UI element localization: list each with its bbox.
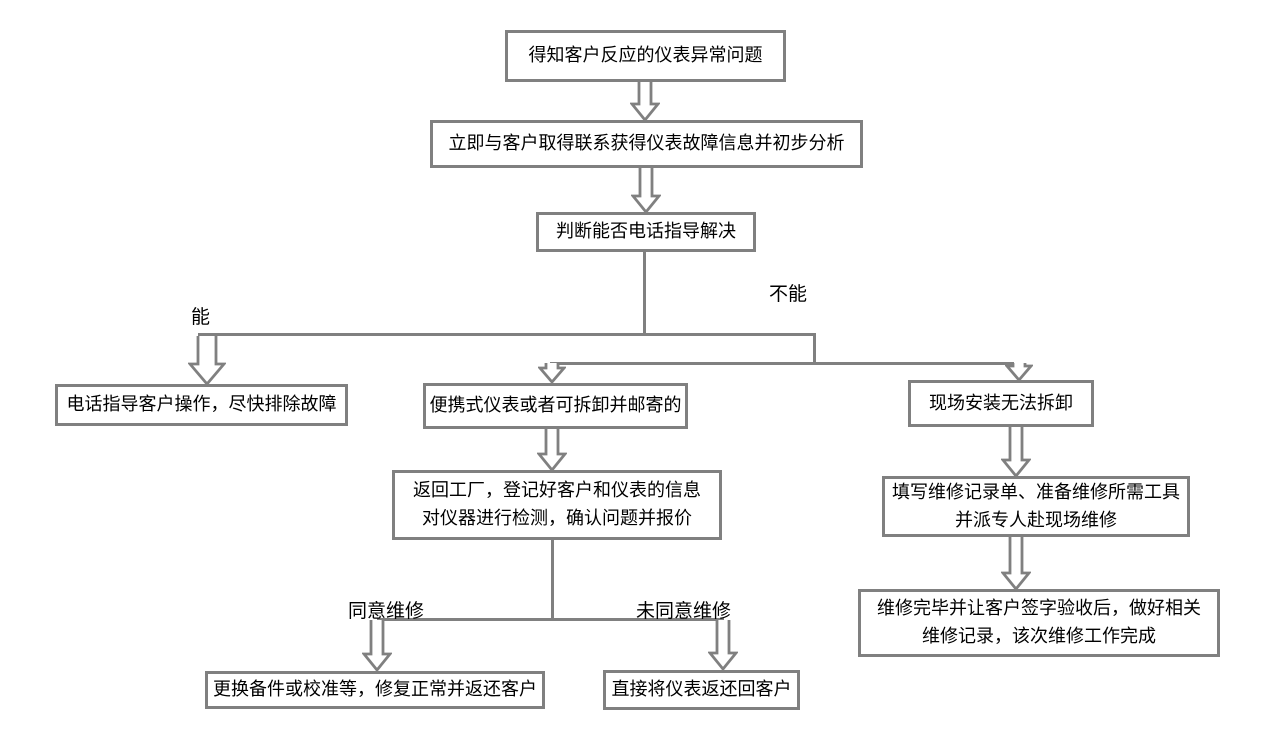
arrow-agree-to-replace <box>362 620 392 672</box>
node-finish-record-line2: 维修记录，该次维修工作完成 <box>922 626 1156 646</box>
arrow-prepare-to-finish <box>1001 537 1031 591</box>
node-judge-phone: 判断能否电话指导解决 <box>536 212 756 252</box>
arrow-portable-to-factory <box>537 429 567 472</box>
arrow-to-portable <box>538 363 566 384</box>
node-onsite-fixed: 现场安装无法拆卸 <box>908 380 1094 427</box>
arrow-can-to-phone-guide <box>188 336 226 386</box>
node-report-issue: 得知客户反应的仪表异常问题 <box>505 30 786 82</box>
arrow-disagree-to-return <box>708 620 738 671</box>
connector-judge-down <box>643 252 646 336</box>
node-prepare-repair: 填写维修记录单、准备维修所需工具 并派专人赴现场维修 <box>882 476 1190 537</box>
node-contact-customer: 立即与客户取得联系获得仪表故障信息并初步分析 <box>430 120 863 168</box>
connector-factory-down <box>551 540 554 621</box>
connector-branch3-horizontal <box>377 618 724 621</box>
node-phone-guide: 电话指导客户操作，尽快排除故障 <box>55 384 348 426</box>
node-phone-guide-label: 电话指导客户操作，尽快排除故障 <box>66 394 337 415</box>
arrow-contact-to-judge <box>631 168 661 214</box>
arrow-report-to-contact <box>630 82 660 122</box>
node-portable-mail: 便携式仪表或者可拆卸并邮寄的 <box>423 383 688 429</box>
edge-label-agree: 同意维修 <box>348 601 425 622</box>
node-direct-return-label: 直接将仪表返还回客户 <box>611 679 792 700</box>
node-replace-parts-label: 更换备件或校准等，修复正常并返还客户 <box>213 679 537 700</box>
arrow-onsite-to-prepare <box>1001 427 1031 478</box>
connector-branch1-horizontal <box>198 333 816 336</box>
node-finish-record: 维修完毕并让客户签字验收后，做好相关 维修记录，该次维修工作完成 <box>858 589 1220 657</box>
connector-branch2-horizontal <box>550 362 1014 365</box>
node-report-issue-label: 得知客户反应的仪表异常问题 <box>528 45 763 66</box>
node-onsite-fixed-label: 现场安装无法拆卸 <box>929 392 1073 413</box>
node-judge-phone-label: 判断能否电话指导解决 <box>556 221 736 242</box>
edge-label-cannot: 不能 <box>769 284 808 305</box>
connector-branch1-elbow <box>813 333 816 365</box>
node-contact-customer-label: 立即与客户取得联系获得仪表故障信息并初步分析 <box>448 133 845 154</box>
node-return-factory: 返回工厂，登记好客户和仪表的信息 对仪器进行检测，确认问题并报价 <box>392 470 722 540</box>
node-prepare-repair-line2: 并派专人赴现场维修 <box>955 509 1117 530</box>
node-finish-record-line1: 维修完毕并让客户签字验收后，做好相关 <box>877 598 1201 619</box>
edge-label-can: 能 <box>191 307 211 328</box>
node-direct-return: 直接将仪表返还回客户 <box>603 670 800 710</box>
edge-label-disagree: 未同意维修 <box>636 601 732 622</box>
node-portable-mail-label: 便携式仪表或者可拆卸并邮寄的 <box>429 395 682 416</box>
node-return-factory-line1: 返回工厂，登记好客户和仪表的信息 <box>413 480 701 501</box>
node-prepare-repair-line1: 填写维修记录单、准备维修所需工具 <box>892 481 1180 502</box>
node-return-factory-line2: 对仪器进行检测，确认问题并报价 <box>422 508 692 528</box>
node-replace-parts: 更换备件或校准等，修复正常并返还客户 <box>205 671 545 709</box>
